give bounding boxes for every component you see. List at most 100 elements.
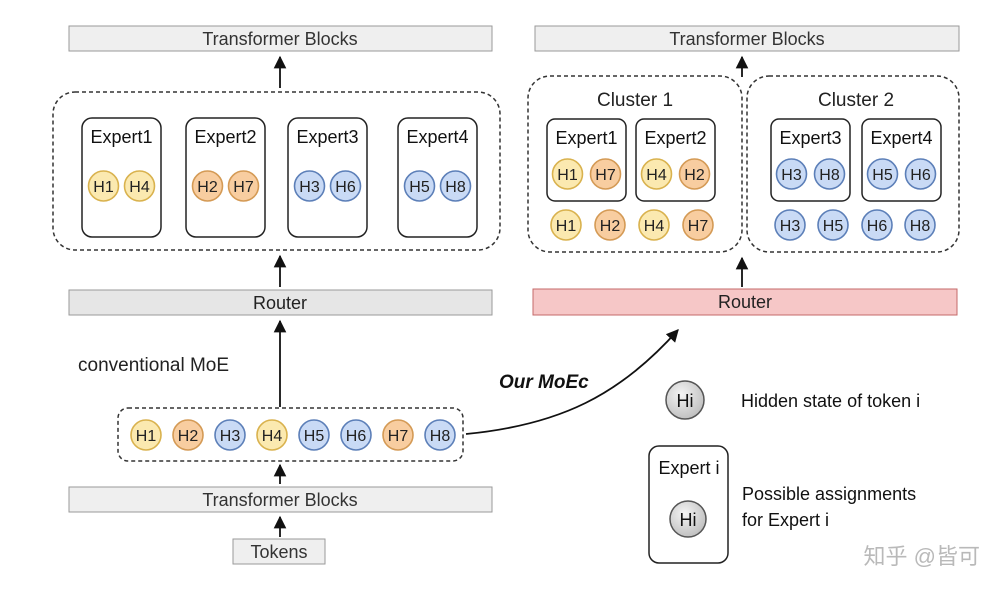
moec-curved-arrow bbox=[465, 329, 679, 435]
token-h6: H6 bbox=[861, 209, 893, 241]
token-label: H5 bbox=[409, 179, 430, 196]
token-label: H7 bbox=[388, 428, 409, 445]
token-h7: H7 bbox=[589, 158, 622, 190]
token-circle bbox=[191, 170, 224, 202]
token-circle bbox=[678, 158, 711, 190]
expert-label: Expert3 bbox=[296, 127, 358, 147]
expert-box bbox=[397, 117, 478, 238]
token-label: H5 bbox=[872, 167, 893, 184]
legend-expert-desc-line2: for Expert i bbox=[742, 510, 829, 530]
right-top-transformer-block bbox=[534, 25, 960, 52]
cluster-2-group bbox=[746, 75, 960, 253]
token-label: H3 bbox=[781, 167, 802, 184]
token-circle bbox=[866, 158, 899, 190]
token-label: H7 bbox=[688, 218, 709, 235]
token-label: H3 bbox=[220, 428, 241, 445]
expert-box bbox=[635, 118, 716, 202]
left-bottom-transformer-block bbox=[68, 486, 493, 513]
token-circle bbox=[550, 209, 582, 241]
token-circle bbox=[774, 209, 806, 241]
token-h8: H8 bbox=[424, 419, 456, 451]
token-circle bbox=[594, 209, 626, 241]
token-label: H2 bbox=[197, 179, 218, 196]
token-label: H1 bbox=[136, 428, 157, 445]
token-label: H2 bbox=[600, 218, 621, 235]
right-panel: Transformer Blocks Cluster 1 Cluster 2 E… bbox=[527, 25, 960, 316]
token-circle bbox=[775, 158, 808, 190]
expert-label: Expert1 bbox=[555, 128, 617, 148]
token-label: H6 bbox=[910, 167, 931, 184]
token-h3: H3 bbox=[293, 170, 326, 202]
token-h8: H8 bbox=[439, 170, 472, 202]
right-top-transformer-label: Transformer Blocks bbox=[669, 29, 824, 49]
expert-label: Expert2 bbox=[644, 128, 706, 148]
watermark: 知乎 @皆可 bbox=[864, 544, 980, 569]
token-label: H1 bbox=[557, 167, 578, 184]
token-circle bbox=[640, 158, 673, 190]
token-sequence-group bbox=[117, 407, 464, 462]
left-router bbox=[68, 289, 493, 316]
token-label: H4 bbox=[646, 167, 667, 184]
token-h2: H2 bbox=[678, 158, 711, 190]
token-label: H8 bbox=[910, 218, 931, 235]
token-h3: H3 bbox=[774, 209, 806, 241]
token-label: H8 bbox=[430, 428, 451, 445]
token-circle bbox=[227, 170, 260, 202]
token-circle bbox=[172, 419, 204, 451]
token-h4: H4 bbox=[256, 419, 288, 451]
expert-label: Expert1 bbox=[90, 127, 152, 147]
token-circle bbox=[861, 209, 893, 241]
token-circle bbox=[340, 419, 372, 451]
legend-expert-symbol: Expert i bbox=[658, 458, 719, 478]
token-h4: H4 bbox=[123, 170, 156, 202]
token-h5: H5 bbox=[866, 158, 899, 190]
expert-box bbox=[287, 117, 368, 238]
token-label: H5 bbox=[823, 218, 844, 235]
token-circle bbox=[382, 419, 414, 451]
our-moec-label: Our MoEc bbox=[499, 372, 589, 393]
token-circle bbox=[638, 209, 670, 241]
legend-token-desc: Hidden state of token i bbox=[741, 391, 920, 411]
right-router-label: Router bbox=[718, 292, 772, 312]
token-circle bbox=[813, 158, 846, 190]
tokens-box bbox=[232, 538, 326, 565]
token-label: H3 bbox=[299, 179, 320, 196]
left-bottom-transformer-label: Transformer Blocks bbox=[202, 490, 357, 510]
token-circle bbox=[87, 170, 120, 202]
token-h1: H1 bbox=[87, 170, 120, 202]
token-circle bbox=[130, 419, 162, 451]
token-circle bbox=[403, 170, 436, 202]
token-circle bbox=[293, 170, 326, 202]
token-h7: H7 bbox=[382, 419, 414, 451]
token-circle bbox=[817, 209, 849, 241]
token-h2: H2 bbox=[191, 170, 224, 202]
conventional-moe-caption: conventional MoE bbox=[78, 355, 229, 376]
token-label: H6 bbox=[346, 428, 367, 445]
token-label: H1 bbox=[556, 218, 577, 235]
token-label: H7 bbox=[233, 179, 254, 196]
token-h1: H1 bbox=[550, 209, 582, 241]
left-top-transformer-label: Transformer Blocks bbox=[202, 29, 357, 49]
token-h2: H2 bbox=[594, 209, 626, 241]
token-h5: H5 bbox=[298, 419, 330, 451]
token-label: H4 bbox=[129, 179, 150, 196]
token-label: H8 bbox=[819, 167, 840, 184]
legend-token-circle bbox=[665, 380, 705, 420]
expert-box bbox=[185, 117, 266, 238]
expert-box bbox=[81, 117, 162, 238]
legend-expert-box bbox=[648, 445, 729, 564]
legend-expert-desc-line1: Possible assignments bbox=[742, 484, 916, 504]
token-h4: H4 bbox=[640, 158, 673, 190]
